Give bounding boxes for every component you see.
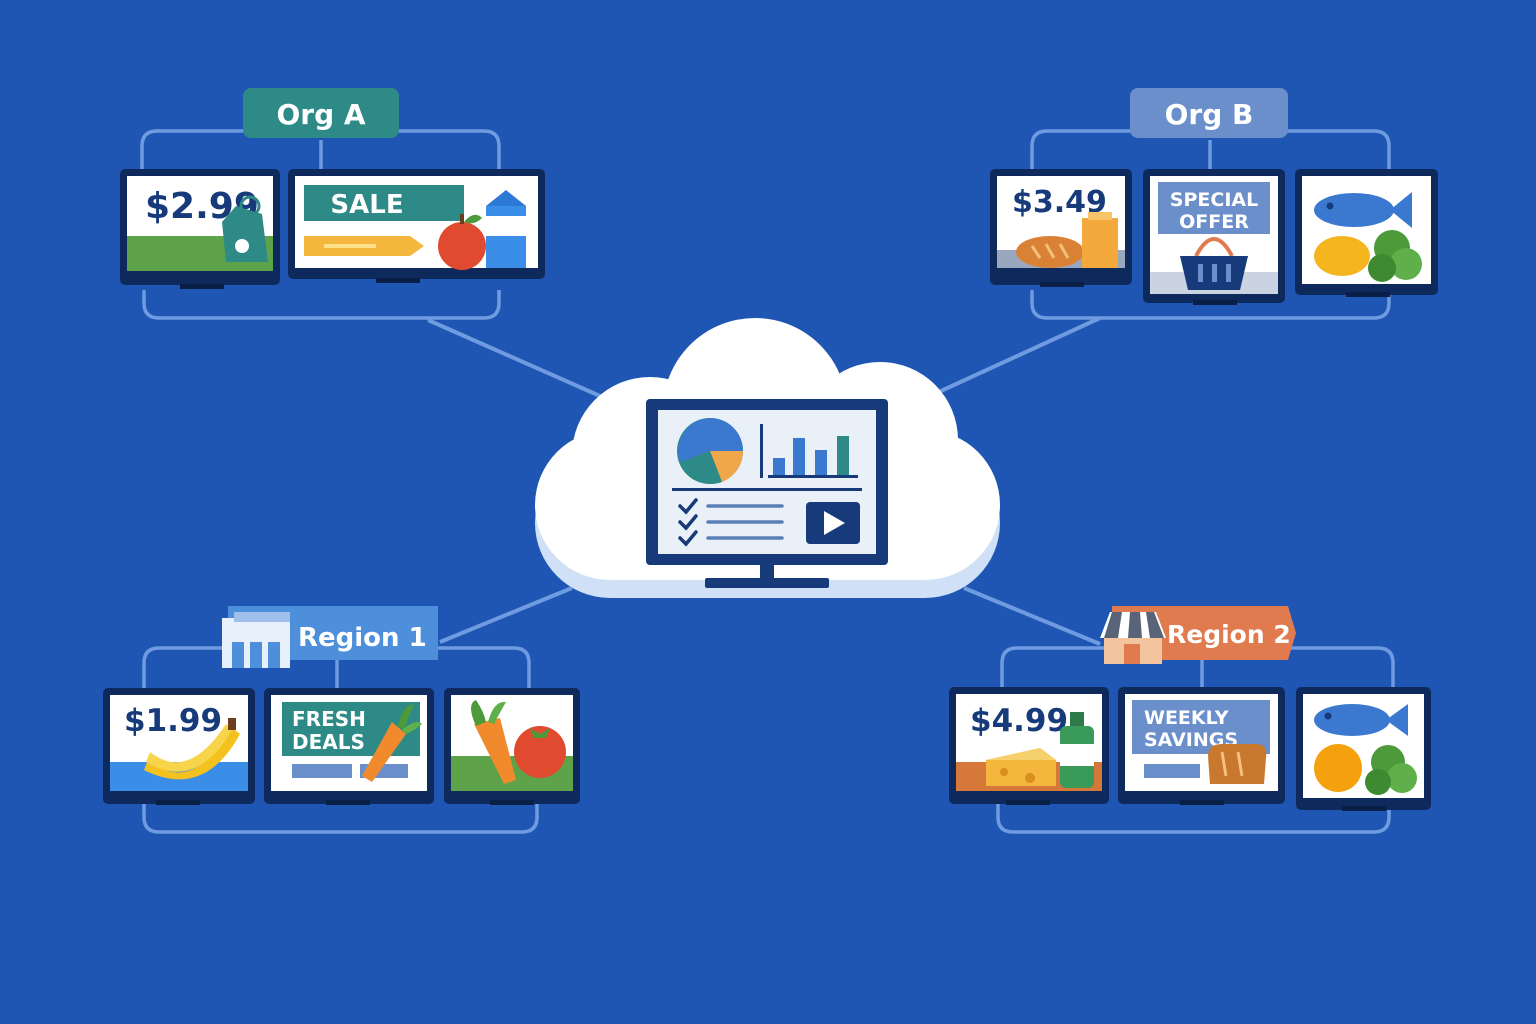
group-label-region-2: Region 2 — [1100, 606, 1296, 664]
connector-org-b — [929, 316, 1101, 398]
connector-region-1 — [439, 586, 573, 644]
fish-icon — [1314, 704, 1408, 736]
price-text: $4.99 — [970, 703, 1068, 739]
monitor-icon — [646, 399, 888, 588]
carrot-icon — [362, 704, 422, 782]
screen-sale: SALE — [288, 169, 545, 283]
sale-text: SALE — [330, 190, 403, 220]
connector-lines — [427, 316, 1101, 646]
group-label-org-a: Org A — [243, 88, 399, 138]
screen-price-3-49: $3.49 — [990, 169, 1132, 287]
milk-carton-icon — [486, 190, 526, 268]
screen-weekly-savings: WEEKLY SAVINGS — [1118, 687, 1285, 805]
org-b-label: Org B — [1165, 98, 1254, 131]
screen-fish-2 — [1296, 687, 1431, 811]
orange-icon — [1314, 744, 1362, 792]
play-icon — [806, 502, 860, 544]
cheese-icon — [986, 748, 1056, 786]
pie-chart-icon — [677, 418, 744, 484]
group-region-1: Region 1 $1.99 FRESH DEALS — [103, 606, 580, 834]
lettuce-icon — [1368, 230, 1422, 282]
org-a-label: Org A — [276, 98, 365, 131]
bottle-icon — [1060, 712, 1094, 788]
warehouse-icon — [222, 612, 290, 668]
offer-line-2: OFFER — [1179, 211, 1249, 233]
shopping-basket-icon — [1180, 237, 1248, 290]
group-org-a: Org A $2.99 SALE — [120, 88, 545, 320]
region-1-label: Region 1 — [298, 623, 427, 653]
savings-line-1: WEEKLY — [1144, 707, 1229, 729]
checklist-icon — [678, 498, 784, 547]
carrot-icon — [471, 700, 516, 784]
screen-vegetables — [444, 688, 580, 805]
screen-price-4-99: $4.99 — [949, 687, 1109, 805]
region-2-label: Region 2 — [1167, 620, 1291, 649]
banana-icon — [144, 718, 240, 780]
screen-special-offer: SPECIAL OFFER — [1143, 169, 1285, 305]
group-label-region-1: Region 1 — [222, 606, 438, 668]
deals-line-2: DEALS — [292, 730, 365, 754]
group-label-org-b: Org B — [1130, 88, 1288, 138]
bread-icon — [1208, 744, 1267, 784]
screen-fresh-deals: FRESH DEALS — [264, 688, 434, 805]
lettuce-icon — [1365, 745, 1417, 795]
offer-line-1: SPECIAL — [1170, 189, 1258, 211]
group-org-b: Org B $3.49 — [990, 88, 1438, 320]
connector-region-2 — [963, 586, 1101, 646]
storefront-icon — [1100, 612, 1166, 664]
price-text: $1.99 — [124, 703, 222, 739]
apple-icon — [438, 214, 486, 270]
deals-line-1: FRESH — [292, 707, 366, 731]
price-tag-icon — [222, 195, 268, 262]
screen-price-1-99: $1.99 — [103, 688, 255, 805]
screen-price-2-99: $2.99 — [120, 169, 280, 289]
connector-org-a — [427, 318, 601, 398]
screen-fish — [1295, 169, 1438, 297]
bar-chart-icon — [768, 436, 858, 478]
group-region-2: Region 2 $4.99 — [949, 606, 1431, 834]
tomato-icon — [514, 726, 566, 778]
juice-box-icon — [1082, 212, 1118, 268]
fish-icon — [1314, 192, 1412, 228]
bread-icon — [1016, 236, 1084, 268]
lemon-icon — [1314, 236, 1370, 276]
